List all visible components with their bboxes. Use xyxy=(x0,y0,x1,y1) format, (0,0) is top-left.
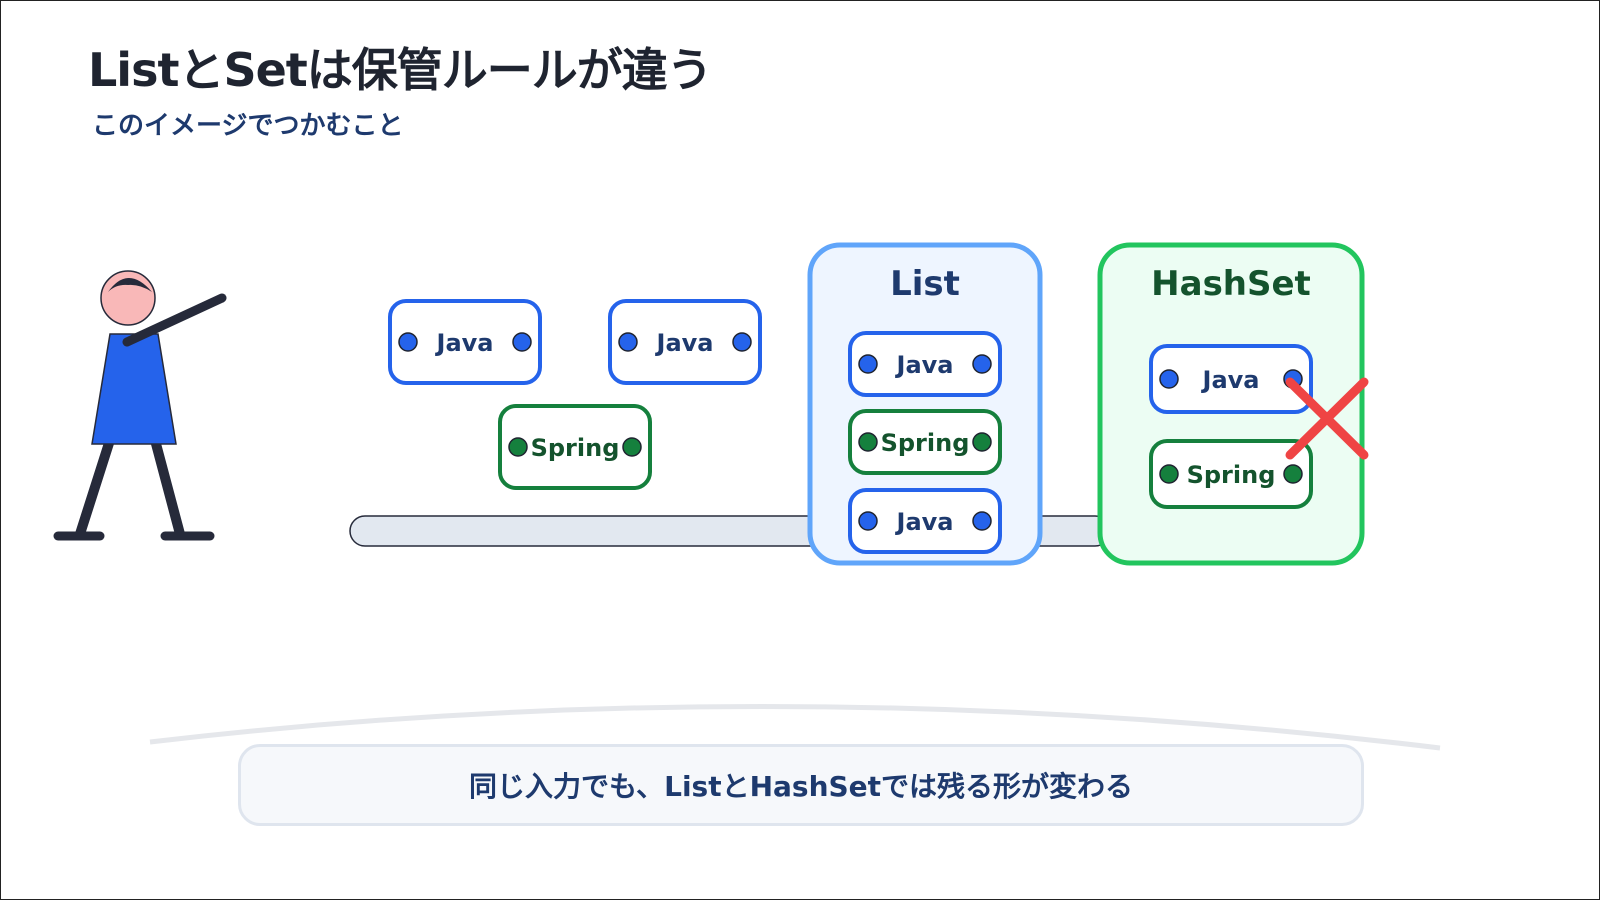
incoming-chip: Java xyxy=(388,299,542,385)
list-chip: Java xyxy=(848,331,1002,397)
person-body xyxy=(91,333,177,445)
hashset-chip: Java xyxy=(1149,344,1313,414)
chip-label: Java xyxy=(655,329,714,357)
chip-right-dot xyxy=(622,437,642,457)
chip-label: Java xyxy=(435,329,494,357)
chip-frame xyxy=(848,488,1002,554)
chip-right-dot xyxy=(972,354,992,374)
page-title: ListとSetは保管ルールが違う xyxy=(88,43,713,97)
chip-frame xyxy=(608,299,762,385)
hashset-chip: Spring xyxy=(1149,439,1313,509)
person-arm xyxy=(122,293,227,347)
chip-left-dot xyxy=(858,511,878,531)
chip-frame xyxy=(848,409,1002,475)
person-hair xyxy=(108,278,152,292)
chip-left-dot xyxy=(858,354,878,374)
chip-right-dot xyxy=(972,511,992,531)
chip-right-dot xyxy=(732,332,752,352)
chip-label: Spring xyxy=(531,434,620,462)
list-chip: Spring xyxy=(848,409,1002,475)
chip-frame xyxy=(1149,439,1313,509)
chip-label: Java xyxy=(895,508,954,536)
page-subtitle: このイメージでつかむこと xyxy=(92,111,404,141)
person-right-leg xyxy=(150,435,185,539)
chip-right-dot xyxy=(972,432,992,452)
chip-label: Spring xyxy=(1187,461,1276,489)
incoming-chip: Java xyxy=(608,299,762,385)
chip-left-dot xyxy=(1159,464,1179,484)
list-container xyxy=(807,242,1043,566)
caption-text: 同じ入力でも、ListとHashSetでは残る形が変わる xyxy=(468,770,1134,803)
chip-frame xyxy=(848,331,1002,397)
chip-frame xyxy=(498,404,652,490)
person-left-leg xyxy=(75,435,115,539)
decorative-arc xyxy=(149,703,1441,751)
chip-left-dot xyxy=(618,332,638,352)
chip-left-dot xyxy=(858,432,878,452)
chip-frame xyxy=(388,299,542,385)
caption-box: 同じ入力でも、ListとHashSetでは残る形が変わる xyxy=(238,744,1364,826)
hashset-title: HashSet xyxy=(1151,264,1311,304)
chip-right-dot xyxy=(512,332,532,352)
chip-label: Spring xyxy=(881,429,970,457)
chip-right-dot xyxy=(1283,464,1303,484)
chip-label: Java xyxy=(895,351,954,379)
chip-left-dot xyxy=(1159,369,1179,389)
chip-frame xyxy=(1149,344,1313,414)
list-title: List xyxy=(890,264,960,304)
chip-left-dot xyxy=(508,437,528,457)
chip-label: Java xyxy=(1201,366,1260,394)
person-figure xyxy=(53,270,227,541)
cross-icon xyxy=(1285,377,1369,460)
chip-left-dot xyxy=(398,332,418,352)
incoming-chip: Spring xyxy=(498,404,652,490)
list-chip: Java xyxy=(848,488,1002,554)
